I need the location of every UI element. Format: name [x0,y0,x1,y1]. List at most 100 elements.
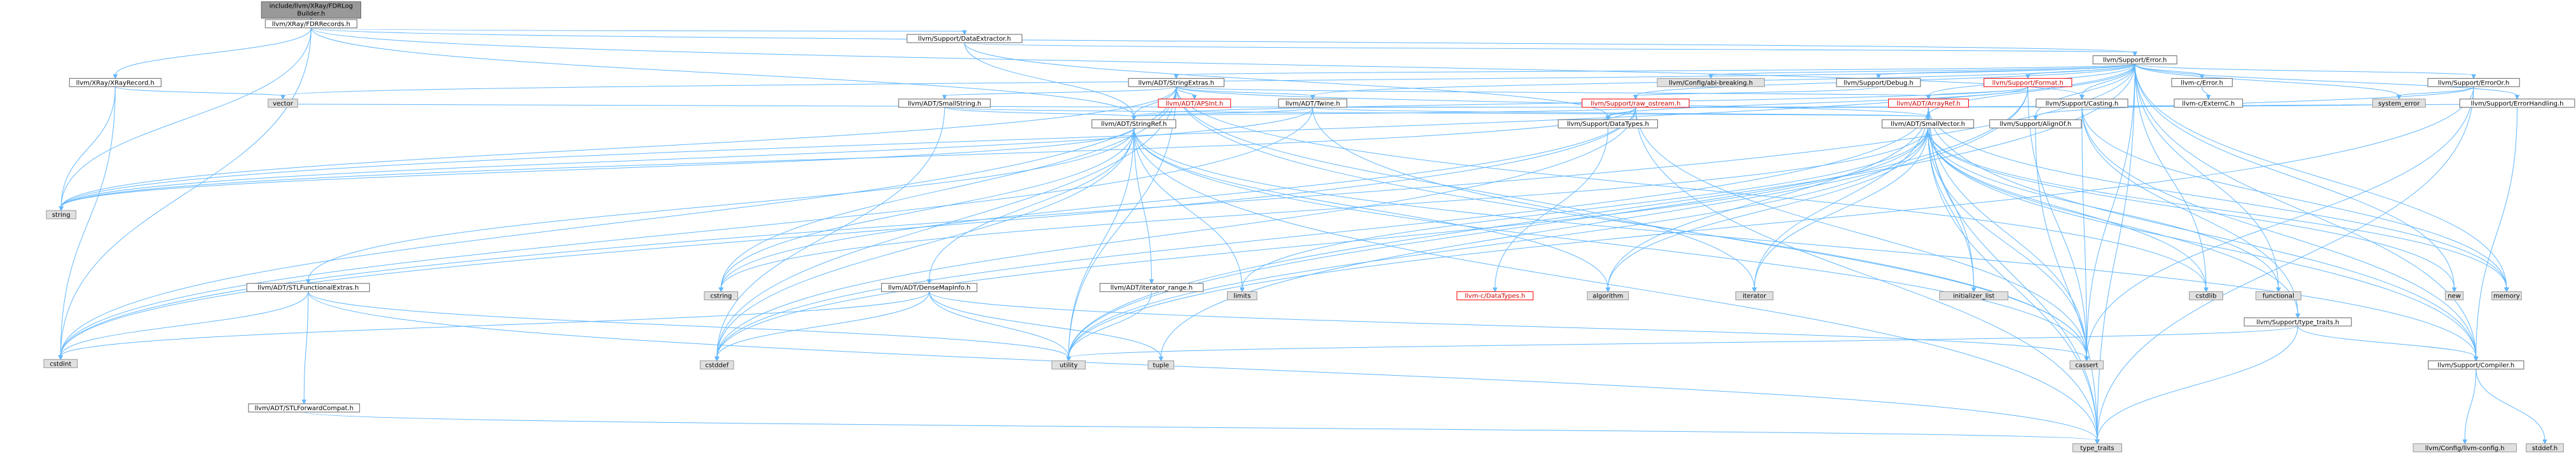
node-iteratorrange[interactable]: llvm/ADT/iterator_range.h [1099,283,1204,292]
node-typetraitsh[interactable]: llvm/Support/type_traits.h [2244,317,2352,327]
node-tuple[interactable]: tuple [1148,360,1174,369]
node-label: llvm/Support/Format.h [1992,79,2064,86]
node-memory[interactable]: memory [2491,291,2522,301]
node-box [1278,99,1348,108]
node-label: llvm/Support/Debug.h [1844,79,1914,86]
edge-stringextras-to-arrayref [1175,86,1931,100]
node-cstdlib[interactable]: cstdlib [2189,291,2223,301]
edge-fdrrecords-to-string [58,27,312,212]
node-label: string [52,212,71,219]
edge-smallvector-to-limits [1240,128,1929,292]
node-compiler[interactable]: llvm/Support/Compiler.h [2428,360,2525,369]
node-label: llvm/Support/Compiler.h [2437,362,2514,369]
node-debug[interactable]: llvm/Support/Debug.h [1836,78,1921,87]
edge-arrayref-to-cassert [1928,107,2090,362]
node-box [261,1,362,19]
node-stlfunctionalextras[interactable]: llvm/ADT/STLFunctionalExtras.h [246,283,370,292]
node-cstring[interactable]: cstring [704,291,739,301]
edge-arrayref-to-iterator [1751,107,1929,292]
node-new[interactable]: new [2444,291,2464,301]
node-cerror[interactable]: llvm-c/Error.h [2171,78,2233,87]
node-stringref[interactable]: llvm/ADT/StringRef.h [1092,119,1177,128]
edge-stringextras-to-iterator [1175,86,1757,292]
node-label: llvm/ADT/STLForwardCompat.h [254,405,353,412]
node-limits[interactable]: limits [1227,291,1257,301]
edge-stringref-to-typetraits [1134,128,2100,444]
node-erroror[interactable]: llvm/Support/ErrorOr.h [2427,78,2520,87]
node-label: include/llvm/XRay/FDRLog [270,3,353,10]
node-typetraits[interactable]: type_traits [2072,443,2123,453]
node-functional[interactable]: functional [2255,291,2301,301]
node-box [1587,291,1629,301]
node-format[interactable]: llvm/Support/Format.h [1983,78,2072,87]
node-utility[interactable]: utility [1052,360,1086,369]
node-box [2428,360,2525,369]
node-casting[interactable]: llvm/Support/Casting.h [2036,99,2128,108]
node-stddef[interactable]: stddef.h [2526,443,2564,453]
edge-error-to-cstdint [58,64,2135,361]
node-cstdint[interactable]: cstdint [43,359,78,368]
edge-error-to-memory [2134,64,2509,292]
node-cassert[interactable]: cassert [2069,360,2104,369]
node-xrayrecord[interactable]: llvm/XRay/XRayRecord.h [69,78,161,87]
edge-stringref-to-string [58,128,1135,212]
node-apsint[interactable]: llvm/ADT/APSInt.h [1158,99,1231,108]
node-alignof[interactable]: llvm/Support/AlignOf.h [1989,119,2082,128]
node-datatypes[interactable]: llvm/Support/DataTypes.h [1558,119,1658,128]
edge-error-to-compiler [2134,64,2479,362]
node-box [2244,317,2352,327]
edge-twine-to-cassert [1312,107,2090,362]
edge-densemapinfo-to-cassert [929,291,2090,362]
node-arrayref[interactable]: llvm/ADT/ArrayRef.h [1887,99,1969,108]
node-error[interactable]: llvm/Support/Error.h [2092,55,2177,65]
node-abibreaking[interactable]: llvm/Config/abi-breaking.h [1657,78,1765,87]
node-externc[interactable]: llvm-c/ExternC.h [2174,99,2244,108]
node-label: llvm/Support/ErrorOr.h [2438,79,2509,86]
edge-smallvector-to-cstring [718,128,1929,292]
node-label: memory [2493,293,2520,300]
node-box [1099,283,1204,292]
node-densemapinfo[interactable]: llvm/ADT/DenseMapInfo.h [881,283,978,292]
node-box [2092,55,2177,65]
node-label: iterator [1743,293,1767,300]
node-cstddef[interactable]: cstddef [699,360,734,369]
node-label: llvm/Config/llvm-config.h [2425,445,2505,452]
node-systemerror[interactable]: system_error [2372,99,2426,108]
node-smallvector[interactable]: llvm/ADT/SmallVector.h [1881,119,1975,128]
node-twine[interactable]: llvm/ADT/Twine.h [1278,99,1348,108]
node-smallstring[interactable]: llvm/ADT/SmallString.h [898,99,991,108]
node-fdrrecords[interactable]: llvm/XRay/FDRRecords.h [264,19,357,29]
edge-arrayref-to-typetraits [1928,107,2100,444]
node-box [2174,99,2244,108]
edge-stringref-to-iteratorrange [1134,128,1154,284]
edge-datatypes-to-cdatatypes [1492,128,1608,292]
edge-densemapinfo-to-tuple [929,291,1163,362]
edge-error-to-string [58,64,2135,212]
edge-rawostream-to-typetraits [1635,107,2100,444]
edge-stlfunctionalextras-to-typetraits [308,291,2100,444]
node-vector[interactable]: vector [268,99,298,108]
node-string[interactable]: string [46,210,77,219]
node-dataextractor[interactable]: llvm/Support/DataExtractor.h [907,34,1023,43]
node-label: system_error [2378,100,2420,107]
node-label: cstring [710,293,732,300]
node-iterator[interactable]: iterator [1735,291,1774,301]
node-stlforwardcompat[interactable]: llvm/ADT/STLForwardCompat.h [248,403,360,413]
node-label: limits [1233,293,1250,300]
node-llvmconfig[interactable]: llvm/Config/llvm-config.h [2413,443,2517,453]
edge-errorhandling-to-compiler [2473,107,2518,362]
node-algorithm[interactable]: algorithm [1587,291,1629,301]
edge-compiler-to-llvmconfig [2462,369,2477,444]
node-stringextras[interactable]: llvm/ADT/StringExtras.h [1128,78,1224,87]
node-initializerlist[interactable]: initializer_list [1939,291,2008,301]
node-cdatatypes[interactable]: llvm-c/DataTypes.h [1456,291,1534,301]
edge-dataextractor-to-error [964,42,2137,57]
node-rawostream[interactable]: llvm/Support/raw_ostream.h [1581,99,1690,108]
node-box [1657,78,1765,87]
node-errorhandling[interactable]: llvm/Support/ErrorHandling.h [2459,99,2575,108]
node-label: llvm/XRay/XRayRecord.h [76,79,154,86]
node-label: llvm/ADT/DenseMapInfo.h [888,285,971,292]
edge-smallvector-to-algorithm [1605,128,1929,292]
node-box [1092,119,1177,128]
